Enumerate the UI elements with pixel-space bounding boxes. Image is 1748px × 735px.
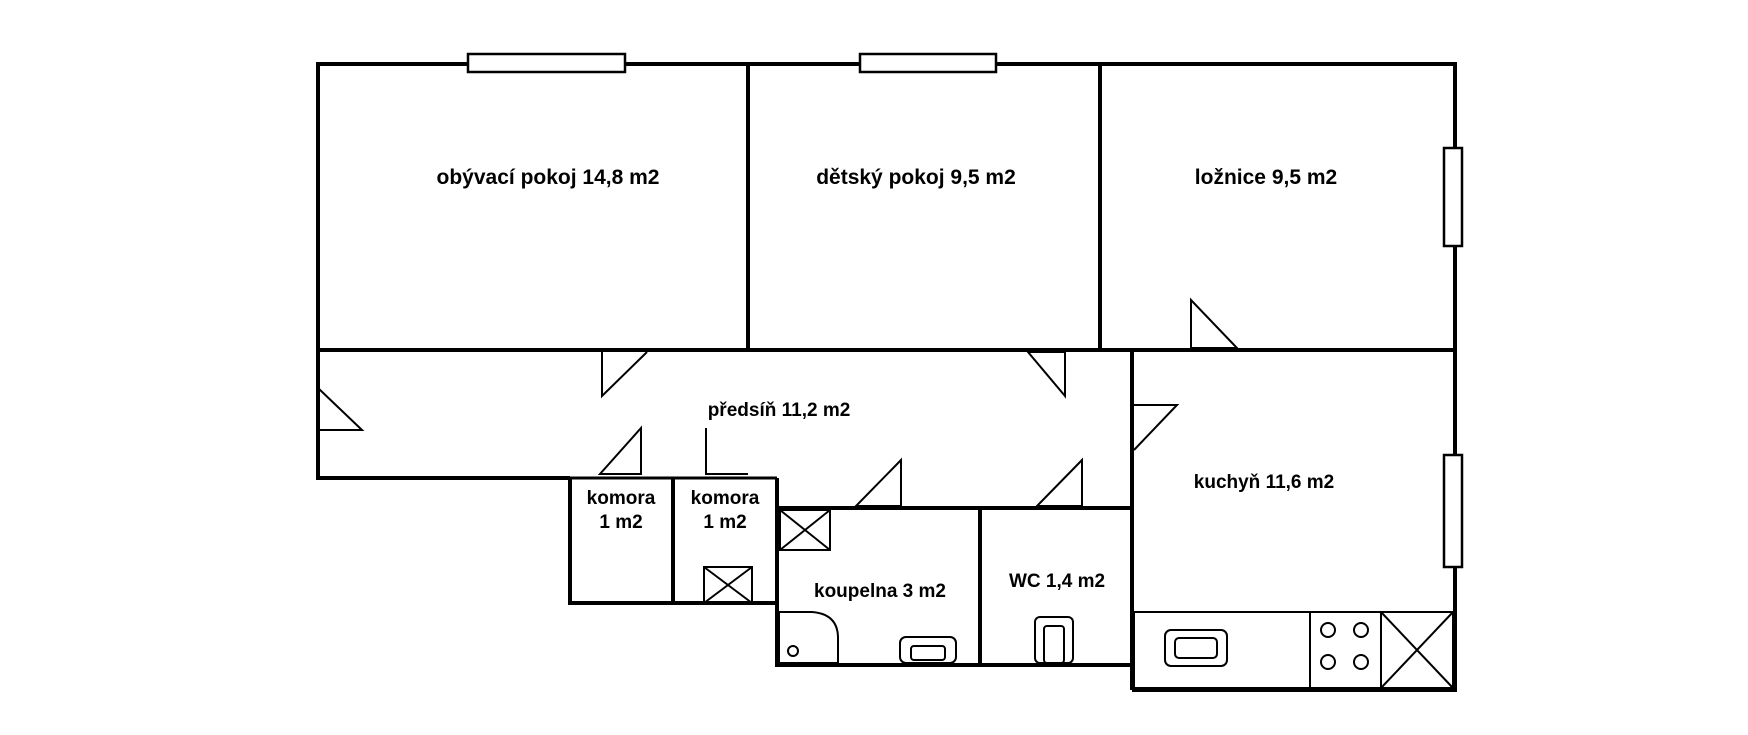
door-pantry-1 — [597, 425, 642, 475]
shower-icon — [778, 611, 839, 664]
door-entrance — [317, 385, 365, 431]
fixtures — [703, 509, 1454, 689]
top-rooms-outline — [316, 62, 1457, 352]
window-kitchen — [1442, 453, 1464, 569]
label-pantry-2-name: komora — [691, 488, 760, 509]
washbasin-icon — [899, 636, 957, 664]
sink-icon — [1164, 629, 1228, 667]
bathroom-box-icon — [779, 509, 831, 551]
label-living-room: obývací pokoj 14,8 m2 — [437, 166, 660, 189]
stove-icon — [1320, 622, 1369, 670]
label-pantry-1-area: 1 m2 — [599, 512, 642, 533]
toilet-icon — [1034, 616, 1074, 664]
door-wc — [1034, 457, 1083, 507]
door-bathroom — [853, 457, 902, 507]
window-living — [466, 52, 627, 74]
fridge-icon — [1380, 611, 1454, 689]
room-labels: obývací pokoj 14,8 m2 dětský pokoj 9,5 m… — [437, 166, 1338, 602]
window-bedroom — [1442, 146, 1464, 248]
window-kids — [858, 52, 998, 74]
windows — [466, 52, 1464, 569]
label-kids-room: dětský pokoj 9,5 m2 — [816, 166, 1016, 189]
door-kitchen — [1133, 404, 1180, 451]
door-bedroom — [1190, 297, 1240, 349]
pantry-box-icon — [703, 566, 753, 604]
label-kitchen: kuchyň 11,6 m2 — [1194, 472, 1334, 493]
door-living — [601, 351, 648, 399]
label-hallway: předsíň 11,2 m2 — [708, 400, 851, 421]
door-pantry-2 — [705, 428, 748, 475]
label-bathroom: koupelna 3 m2 — [814, 581, 946, 602]
doors — [317, 297, 1240, 507]
label-pantry-1-name: komora — [587, 488, 656, 509]
kitchen-counter — [1133, 611, 1454, 689]
label-pantry-2-area: 1 m2 — [703, 512, 746, 533]
label-bedroom: ložnice 9,5 m2 — [1195, 166, 1337, 189]
hallway-west-wall — [316, 350, 570, 480]
label-wc: WC 1,4 m2 — [1009, 571, 1105, 592]
shower-drain-icon — [787, 645, 799, 657]
door-kids — [1025, 351, 1066, 399]
bath-wc-outline — [775, 508, 1132, 667]
